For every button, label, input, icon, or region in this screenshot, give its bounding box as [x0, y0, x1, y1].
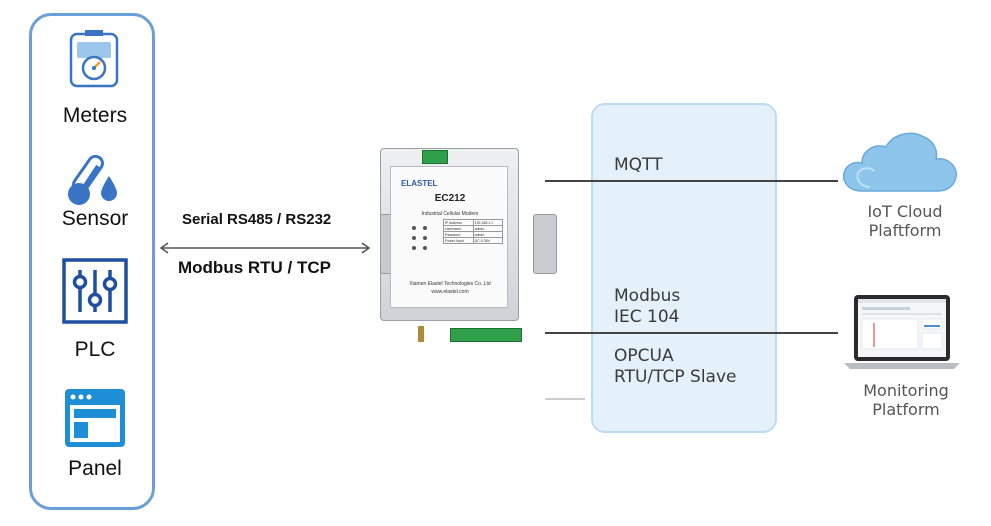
device-panel: Meters Sensor PLC Panel [29, 13, 155, 510]
modbus-proto-label: Modbus [614, 286, 681, 306]
mqtt-line [545, 180, 838, 182]
plc-label: PLC [74, 338, 116, 361]
modbus-line [545, 332, 838, 334]
gateway-website: www.elastel.com [431, 289, 469, 295]
mount-ear-right [533, 214, 557, 274]
gateway-faceplate: ELASTEL EC212 Industrial Cellular Modem … [390, 166, 508, 308]
gateway-body: ELASTEL EC212 Industrial Cellular Modem … [380, 148, 519, 321]
mqtt-label: MQTT [614, 155, 663, 175]
panel-window-icon [65, 389, 125, 447]
faint-line [545, 398, 585, 400]
meter-icon [69, 30, 119, 88]
meters-label: Meters [62, 104, 128, 127]
panel-label: Panel [68, 457, 122, 480]
monitor-label-line1: Monitoring [863, 381, 949, 400]
sensor-label: Sensor [61, 207, 129, 230]
status-leds [412, 226, 427, 250]
laptop-icon [844, 295, 960, 369]
spec-value: DC 9-36V [472, 237, 504, 244]
rtu-tcp-slave-label: RTU/TCP Slave [614, 367, 737, 387]
gateway-brand: ELASTEL [401, 179, 438, 188]
double-arrow [159, 242, 371, 254]
modbus-connection-label: Modbus RTU / TCP [178, 258, 331, 277]
gateway-model: EC212 [434, 193, 466, 204]
bottom-terminal [450, 328, 522, 342]
iec104-label: IEC 104 [614, 307, 680, 327]
opcua-label: OPCUA [614, 346, 674, 366]
plc-sliders-icon [62, 258, 128, 324]
gateway-device: ELASTEL EC212 Industrial Cellular Modem … [380, 148, 557, 348]
cloud-label-line2: Plaftform [868, 221, 942, 240]
cloud-label-line1: IoT Cloud [867, 202, 943, 221]
thermometer-icon [68, 154, 117, 205]
cloud-icon [842, 132, 957, 192]
gateway-company: Xiamen Elastel Technologies Co.,Ltd [409, 281, 491, 287]
protocol-box [591, 103, 777, 433]
top-terminal [422, 150, 448, 164]
serial-label: Serial RS485 / RS232 [182, 211, 332, 228]
antenna-connector [418, 326, 424, 342]
monitor-label-line2: Platform [872, 400, 940, 419]
gateway-subtitle: Industrial Cellular Modem [421, 211, 479, 217]
spec-key: Power Input [443, 237, 474, 244]
